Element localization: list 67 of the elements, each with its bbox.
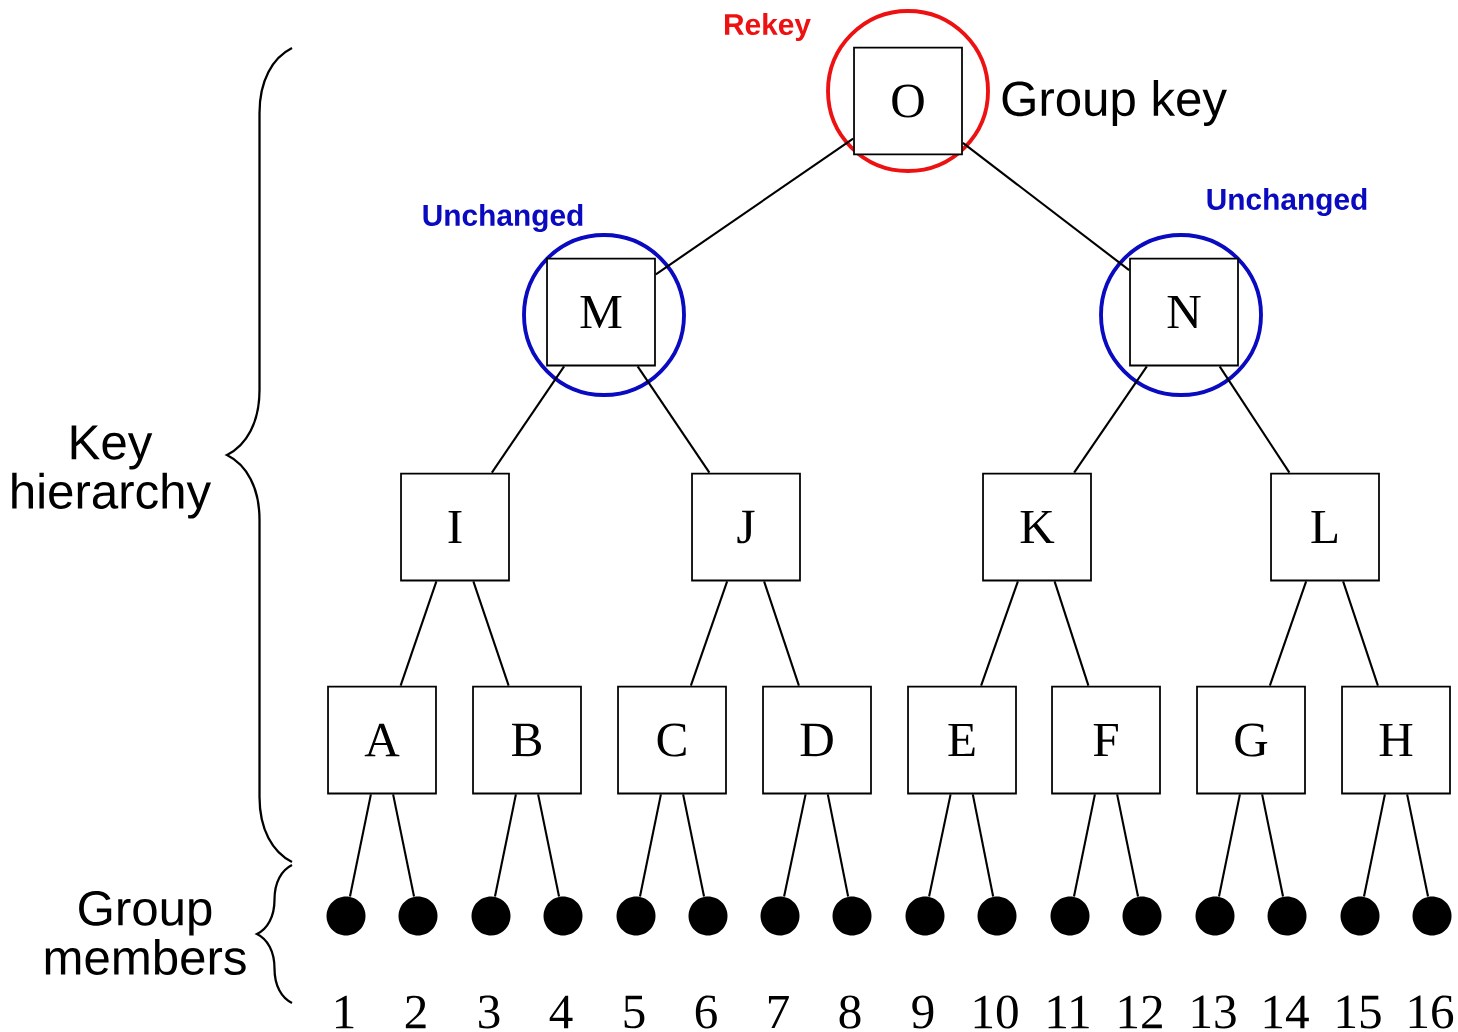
tree-line <box>1072 794 1096 897</box>
node-caption: Group key <box>1002 80 1227 126</box>
member-number: 9 <box>912 995 934 1029</box>
status-label: Unchanged <box>423 204 583 232</box>
tree-line <box>399 581 438 686</box>
status-label: Unchanged <box>1207 188 1367 216</box>
member-number: 15 <box>1337 995 1381 1029</box>
member-number: 14 <box>1264 995 1309 1029</box>
member-number: 7 <box>768 995 789 1029</box>
tree-line <box>491 365 565 474</box>
key-box: D <box>762 685 872 795</box>
tree-line <box>1218 365 1291 474</box>
tree-line <box>980 581 1019 686</box>
key-box: J <box>691 472 801 582</box>
tree-line <box>689 581 729 686</box>
member-number: 13 <box>1192 995 1236 1029</box>
member-number: 16 <box>1409 995 1454 1029</box>
member-number: 10 <box>974 995 1018 1029</box>
tree-line <box>783 794 807 897</box>
member-number: 8 <box>839 995 861 1029</box>
key-box: I <box>400 472 510 582</box>
key-box: E <box>907 685 1017 795</box>
tree-line <box>472 581 510 686</box>
tree-line <box>682 794 706 897</box>
key-box: H <box>1341 685 1451 795</box>
tree-line <box>1261 794 1285 897</box>
tree-line <box>1116 794 1140 897</box>
key-box: G <box>1196 685 1306 795</box>
tree-line <box>348 794 372 897</box>
brace-label: Key hierarchy <box>12 425 211 519</box>
tree-line <box>826 794 850 897</box>
tree-line <box>537 794 561 897</box>
key-box: N <box>1129 257 1239 367</box>
key-box: M <box>546 257 656 367</box>
member-number: 2 <box>405 995 426 1029</box>
key-box: C <box>617 685 727 795</box>
key-box: L <box>1270 472 1380 582</box>
tree-line <box>928 794 952 897</box>
member-number: 5 <box>624 995 645 1029</box>
member-number: 6 <box>695 995 717 1029</box>
key-box: O <box>853 46 963 156</box>
tree-line <box>1217 794 1241 897</box>
member-number: 11 <box>1048 995 1089 1029</box>
member-number: 12 <box>1119 995 1162 1029</box>
member-number: 3 <box>479 995 500 1029</box>
tree-line <box>493 794 517 897</box>
member-number: 4 <box>549 995 573 1029</box>
tree-line <box>1073 365 1148 474</box>
tree-line <box>655 137 854 276</box>
tree-line <box>1268 581 1308 686</box>
brace-label: Group members <box>45 891 246 975</box>
tree-line <box>971 794 995 897</box>
tree-line <box>636 365 711 474</box>
key-box: F <box>1051 685 1161 795</box>
tree-line <box>1342 581 1379 686</box>
tree-line <box>962 142 1130 271</box>
tree-line <box>1406 794 1430 897</box>
tree-line <box>1362 794 1386 897</box>
tree-line <box>392 794 416 897</box>
tree-line <box>638 794 662 897</box>
key-box: A <box>327 685 437 795</box>
key-box: K <box>982 472 1092 582</box>
status-label: Rekey <box>725 13 811 41</box>
key-box: B <box>472 685 582 795</box>
tree-line <box>1053 581 1090 686</box>
tree-line <box>763 581 800 686</box>
member-number: 1 <box>336 995 354 1029</box>
